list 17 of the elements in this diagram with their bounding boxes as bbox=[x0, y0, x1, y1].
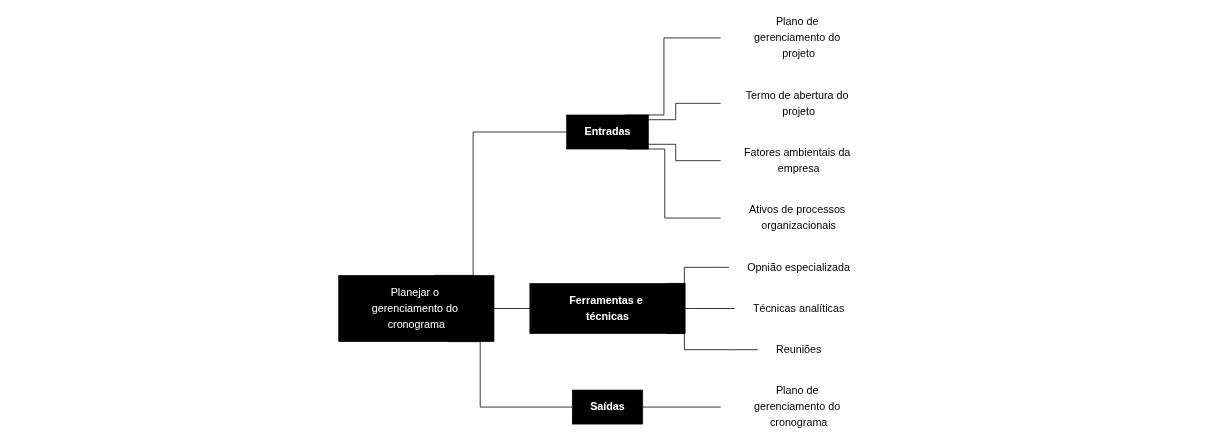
node-text: Técnicas analíticas bbox=[752, 302, 845, 315]
node-text: Opnião especializada bbox=[747, 261, 851, 273]
node-text: Termo de abertura do projeto bbox=[745, 89, 849, 118]
node-text: Reuniões bbox=[775, 343, 822, 356]
node-box: Entradas bbox=[566, 114, 649, 150]
node-text: Ativos de processos organizacionais bbox=[749, 203, 846, 232]
connector bbox=[684, 308, 736, 309]
connector bbox=[642, 406, 722, 408]
node-text: Plano de gerenciamento do cronograma bbox=[754, 384, 841, 429]
node-text: Plano de gerenciamento do projeto bbox=[754, 15, 841, 60]
connector bbox=[493, 308, 531, 309]
node-box: Saídas bbox=[571, 389, 644, 425]
node-text: Fatores ambientais da empresa bbox=[743, 146, 851, 175]
connector bbox=[648, 102, 722, 121]
node-box: Ferramentas e técnicas bbox=[529, 283, 686, 334]
connector bbox=[648, 143, 722, 162]
node-box: Planejar o gerenciamento do cronograma bbox=[338, 275, 495, 342]
